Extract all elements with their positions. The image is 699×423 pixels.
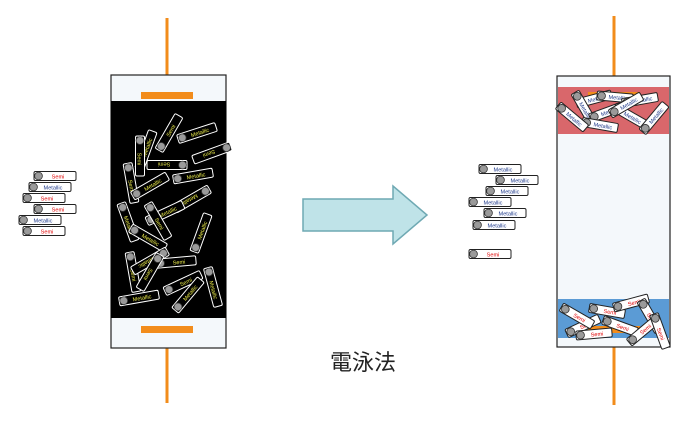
left-loose-tube-semi-label: Semi	[52, 174, 65, 180]
left-cell-tube-semi-label: Semi	[166, 124, 178, 138]
right-loose-tube-semi: Semi	[468, 249, 512, 259]
right-top-tube-metallic-label: Metallic	[593, 122, 613, 131]
right-loose-tube-metallic: Metallic	[478, 164, 522, 174]
left-cell-tube-metallic: Metallic	[203, 266, 223, 308]
right-bottom-electrode	[588, 326, 640, 333]
left-cell-tube-semi: Semi	[144, 201, 172, 241]
left-loose-tube-semi: Semi	[33, 171, 77, 181]
left-cell-tube-semi-label: Semi	[173, 259, 186, 266]
left-loose-tube-metallic: Metallic	[28, 182, 72, 192]
left-loose-tube-semi-label: Semi	[52, 207, 65, 213]
right-loose-tube-metallic-label: Metallic	[499, 211, 518, 217]
left-loose-tube-semi: Semi	[22, 193, 66, 203]
left-cell-tube-metallic-label: Metallic	[186, 172, 206, 181]
left-cell-tube-metallic-label: Metallic	[132, 294, 152, 303]
right-bottom-tube-semi: Semi	[588, 303, 626, 319]
left-loose-tube-metallic: Metallic	[18, 215, 62, 225]
right-loose-tube-metallic-label: Metallic	[501, 189, 520, 195]
left-bottom-electrode	[141, 326, 193, 333]
right-loose-tube-metallic-label: Metallic	[494, 167, 513, 173]
left-cell-tube-semi-label: Semi	[142, 267, 154, 281]
left-cell-tube-metallic-label: Metallic	[207, 280, 218, 300]
right-loose-tube-metallic: Metallic	[472, 220, 516, 230]
right-bottom-tube-semi-label: Semi	[572, 313, 586, 325]
method-caption: 電泳法	[329, 351, 396, 376]
right-bottom-tube-semi: Semi	[649, 312, 671, 350]
right-bottom-tube-semi-label: Semi	[603, 309, 617, 317]
right-bottom-tube-semi-label: Semi	[591, 331, 604, 338]
right-loose-tube-metallic: Metallic	[483, 208, 527, 218]
right-loose-tube-metallic: Metallic	[468, 197, 512, 207]
left-cell-tube-semi-label: Semi	[128, 268, 136, 282]
left-loose-tube-semi-label: Semi	[41, 229, 54, 235]
right-top-tube-metallic: Metallic	[608, 92, 644, 118]
left-cell-tube-semi-label: Semi	[179, 278, 193, 289]
left-cell-tube-metallic: Metallic	[118, 289, 160, 307]
right-bottom-tube-semi: Semi	[626, 316, 660, 346]
left-cell-tube-semi-label: Semi	[136, 153, 142, 166]
right-bottom-tube-semi: Semi	[559, 303, 595, 329]
left-cell-tube-metallic-label: Metallic	[190, 127, 210, 139]
right-loose-tube-metallic: Metallic	[485, 186, 529, 196]
left-cell-tube-metallic: Metallic	[176, 122, 218, 144]
right-bottom-tube-semi-label: Semi	[655, 327, 665, 341]
left-cell-tube-semi-label: Semi	[153, 217, 165, 231]
process-arrow	[302, 184, 429, 246]
right-loose-tube-metallic-label: Metallic	[511, 178, 530, 184]
left-cell-tube-semi: Semi	[191, 141, 233, 165]
right-bottom-tube-semi-label: Semi	[627, 299, 641, 308]
right-top-tube-metallic-label: Metallic	[608, 95, 628, 103]
left-cell-tube-semi: Semi	[146, 160, 188, 170]
left-top-electrode	[141, 92, 193, 99]
left-cell-tube-semi-label: Semi	[158, 161, 171, 167]
left-cell-tube-semi: Semi	[162, 270, 204, 296]
left-cell-tube-metallic: Metallic	[172, 167, 214, 185]
right-loose-tubes: MetallicMetallicMetallicMetallicMetallic…	[468, 164, 539, 259]
right-loose-tube-metallic: Metallic	[495, 175, 539, 185]
right-bottom-tube-semi: Semi	[612, 293, 650, 313]
right-bottom-tube-semi-label: Semi	[615, 323, 629, 333]
left-cell-tube-semi: Semi	[135, 135, 145, 177]
left-loose-tube-semi: Semi	[22, 226, 66, 236]
right-loose-tube-metallic-label: Metallic	[488, 223, 507, 229]
left-cell-tube-semi: Semi	[155, 113, 183, 153]
left-loose-tube-semi-label: Semi	[41, 196, 54, 202]
left-cell-tube-metallic: Metallic	[189, 212, 213, 254]
right-bottom-tube-group: SemiSemiSemiSemiSemiSemiSemiSemiSemi	[559, 293, 671, 350]
right-bottom-tube-semi: Semi	[575, 327, 613, 341]
left-cell-tube-semi-label: Semi	[126, 179, 134, 193]
right-top-tube-metallic-label: Metallic	[633, 96, 653, 105]
left-cell-tube-semi: Semi	[136, 252, 164, 292]
left-loose-tube-semi: Semi	[33, 204, 77, 214]
left-loose-tube-metallic-label: Metallic	[44, 185, 63, 191]
right-bottom-tube-semi: Semi	[601, 315, 639, 337]
right-loose-tube-semi-label: Semi	[487, 252, 500, 258]
right-loose-tube-metallic-label: Metallic	[484, 200, 503, 206]
left-cell-tube-semi-label: Semi	[202, 148, 216, 158]
left-loose-tube-metallic-label: Metallic	[34, 218, 53, 224]
right-top-tube-metallic: Metallic	[555, 102, 589, 132]
